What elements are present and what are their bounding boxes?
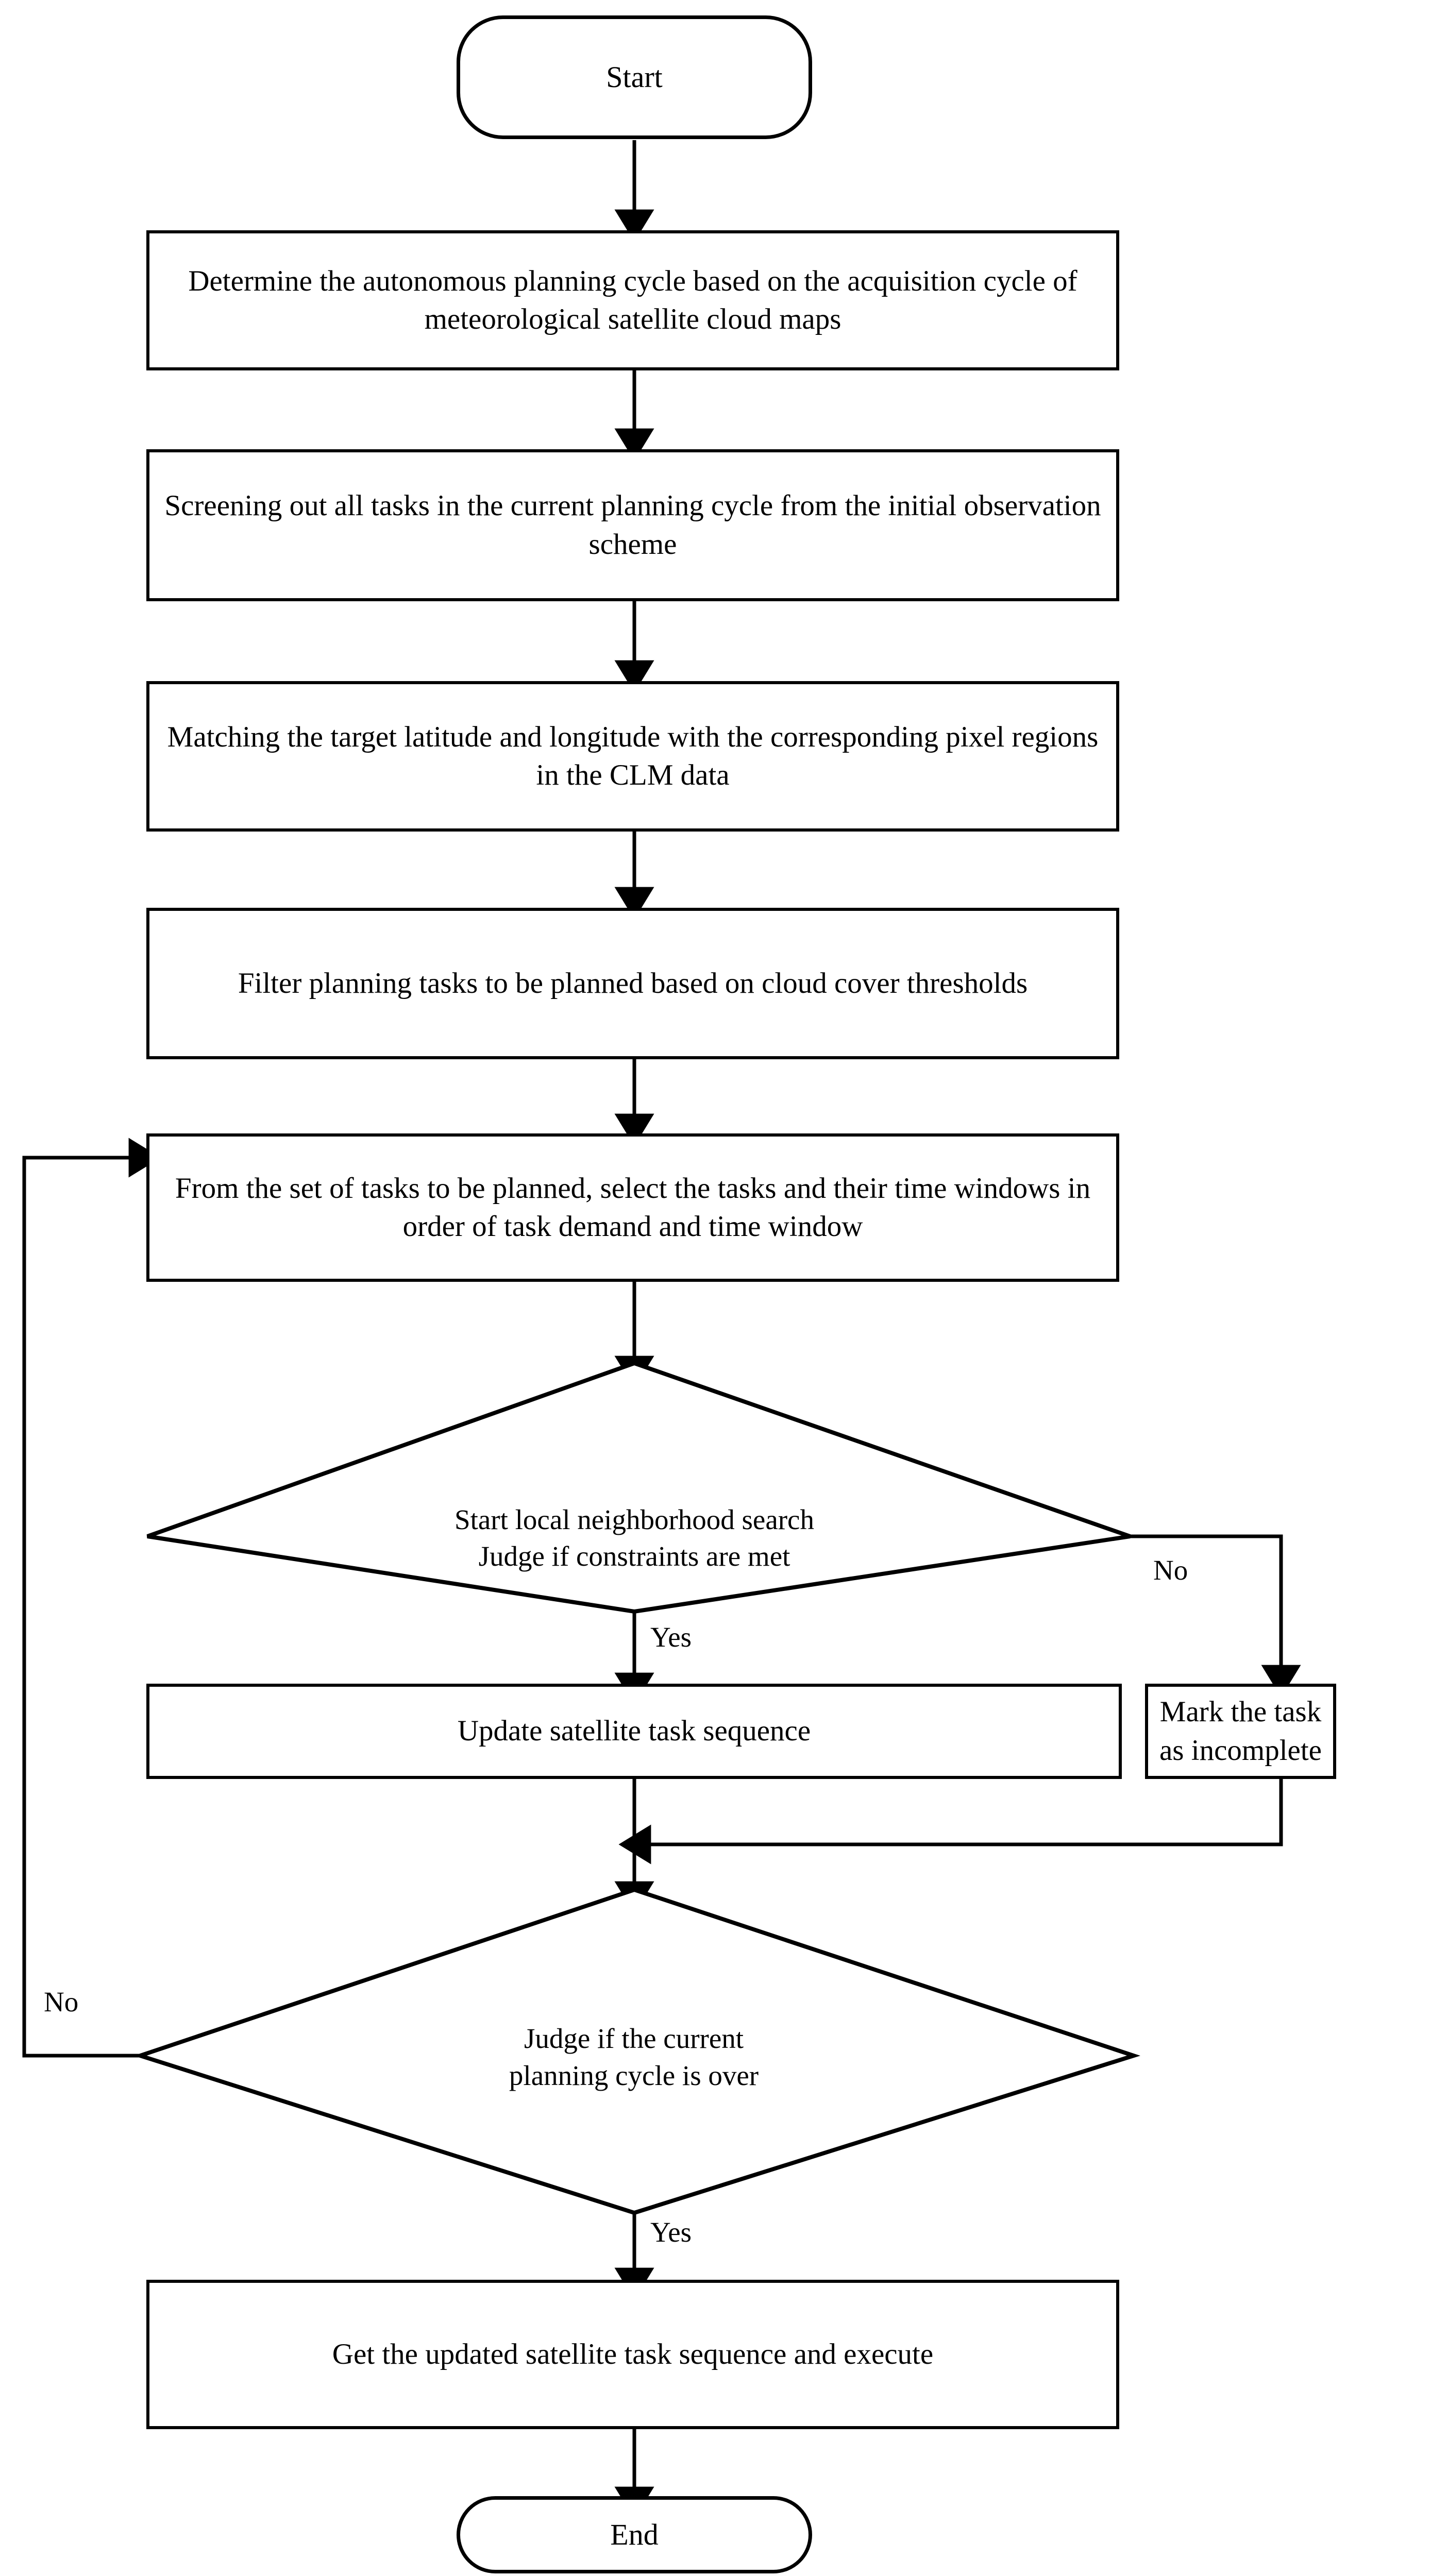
node-mark-label-line2: as incomplete — [1159, 1734, 1322, 1767]
node-matching-label: Matching the target latitude and longitu… — [167, 720, 1099, 791]
node-constraints-decision[interactable]: Start local neighborhood search Judge if… — [287, 1479, 982, 1597]
edge-cycleover-no — [22, 1138, 161, 2058]
node-select-label: From the set of tasks to be planned, sel… — [175, 1172, 1091, 1243]
node-screening-label: Screening out all tasks in the current p… — [164, 489, 1101, 561]
node-screening-tasks[interactable]: Screening out all tasks in the current p… — [146, 449, 1119, 601]
node-update-task-sequence[interactable]: Update satellite task sequence — [146, 1684, 1122, 1779]
node-filter-cloud-cover[interactable]: Filter planning tasks to be planned base… — [146, 908, 1119, 1059]
node-mark-incomplete[interactable]: Mark the task as incomplete — [1145, 1684, 1336, 1779]
edge-label-cycleover-yes: Yes — [650, 2216, 692, 2248]
node-end[interactable]: End — [457, 2496, 812, 2573]
node-constraints-label-line1: Start local neighborhood search — [454, 1503, 814, 1535]
edge-mark-merge — [618, 1777, 1283, 1865]
node-cycle-over-decision[interactable]: Judge if the current planning cycle is o… — [309, 1999, 958, 2115]
node-determine-planning-cycle[interactable]: Determine the autonomous planning cycle … — [146, 230, 1119, 370]
node-execute-sequence[interactable]: Get the updated satellite task sequence … — [146, 2280, 1119, 2429]
node-execute-label: Get the updated satellite task sequence … — [332, 2337, 934, 2370]
node-mark-label-line1: Mark the task — [1159, 1696, 1322, 1728]
node-end-label: End — [610, 2518, 659, 2552]
node-constraints-label-line2: Judge if constraints are met — [478, 1540, 790, 1572]
edge-label-constraints-no: No — [1153, 1554, 1188, 1586]
node-select-tasks[interactable]: From the set of tasks to be planned, sel… — [146, 1133, 1119, 1282]
node-matching-latlon[interactable]: Matching the target latitude and longitu… — [146, 681, 1119, 832]
node-start[interactable]: Start — [457, 15, 812, 139]
node-determine-label: Determine the autonomous planning cycle … — [188, 264, 1078, 335]
node-start-label: Start — [606, 60, 663, 94]
node-filter-label: Filter planning tasks to be planned base… — [238, 967, 1028, 999]
edge-label-cycleover-no: No — [44, 1986, 79, 2018]
edge-constraints-no — [1130, 1534, 1301, 1698]
node-cycleover-label-line2: planning cycle is over — [509, 2059, 759, 2091]
node-cycleover-label-line1: Judge if the current — [524, 2023, 744, 2054]
node-update-label: Update satellite task sequence — [457, 1715, 811, 1748]
edge-label-constraints-yes: Yes — [650, 1621, 692, 1653]
